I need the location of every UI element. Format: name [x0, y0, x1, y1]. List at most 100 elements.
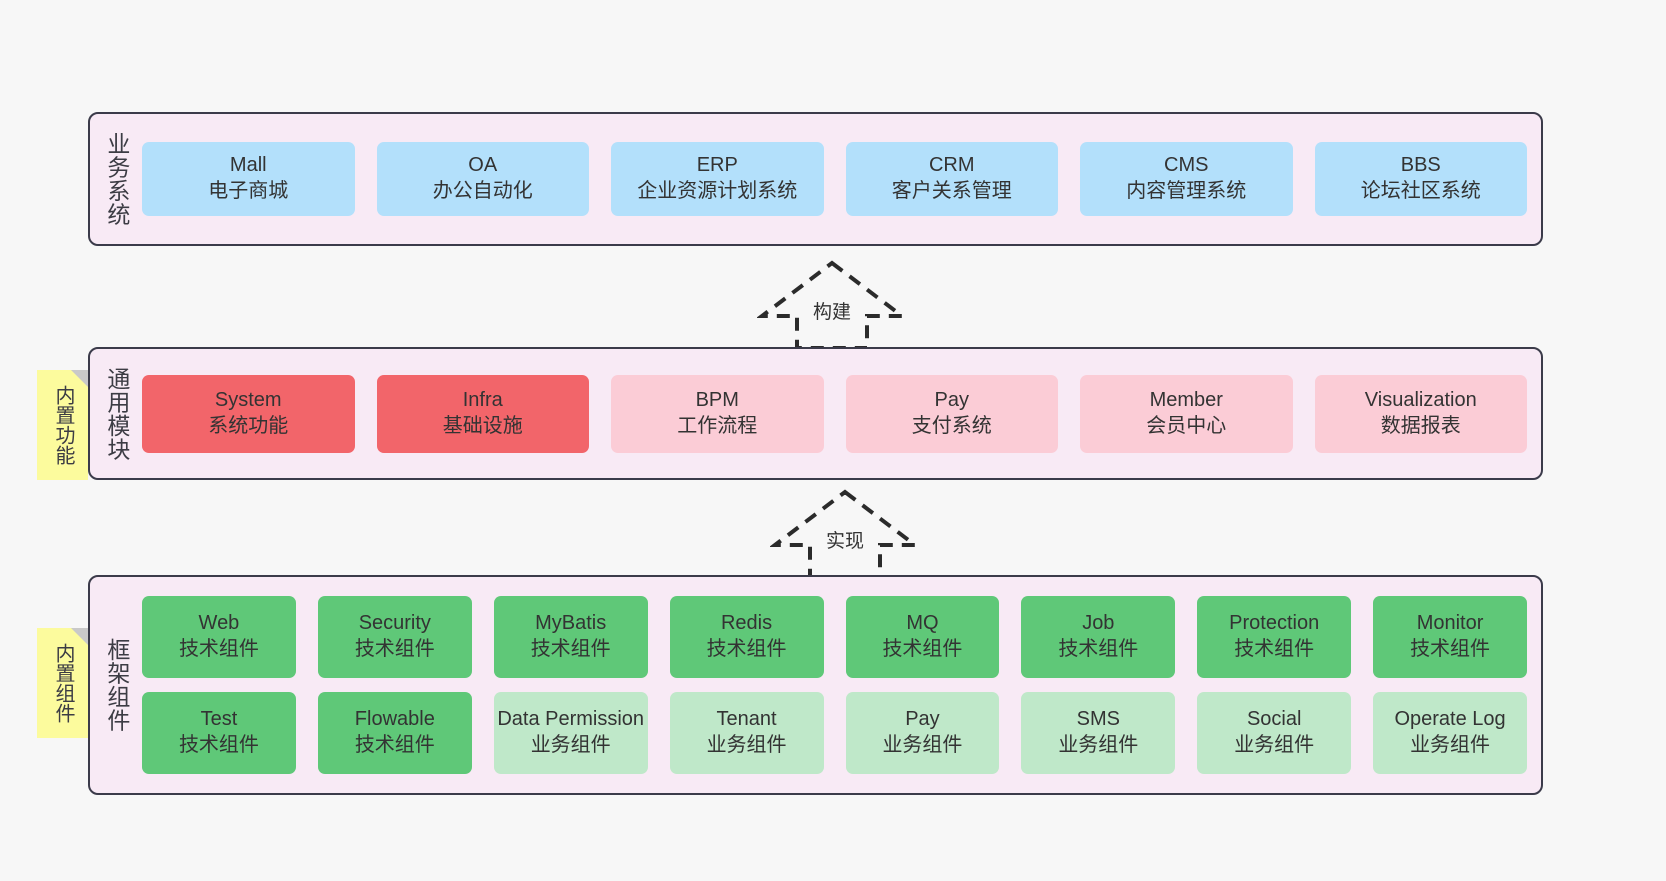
card-pay[interactable]: Pay 支付系统	[845, 374, 1058, 453]
card-title-cn: 数据报表	[1380, 414, 1461, 437]
card-title-en: Flowable	[354, 708, 435, 731]
card-title-en: CMS	[1164, 154, 1209, 177]
card-member[interactable]: Member 会员中心	[1080, 374, 1293, 453]
card-test[interactable]: Test 技术组件	[142, 692, 296, 774]
card-title-cn: 业务组件	[530, 734, 611, 756]
card-title-en: SMS	[1076, 708, 1120, 731]
card-title-cn: 业务组件	[1410, 734, 1491, 756]
card-title-cn: 业务组件	[1058, 734, 1139, 756]
card-bpm[interactable]: BPM 工作流程	[611, 374, 824, 453]
card-cms[interactable]: CMS 内容管理系统	[1080, 142, 1293, 216]
card-title-cn: 论坛社区系统	[1360, 180, 1481, 202]
card-title-en: Pay	[905, 708, 940, 731]
card-title-cn: 技术组件	[1058, 638, 1139, 660]
card-mall[interactable]: Mall 电子商城	[142, 142, 355, 216]
card-title-en: CRM	[928, 154, 975, 177]
card-title-en: MyBatis	[535, 612, 607, 635]
card-title-cn: 电子商城	[208, 180, 289, 202]
card-title-en: Mall	[229, 154, 267, 177]
note-built-in-component: 内置组件	[37, 628, 88, 738]
card-title-cn: 内容管理系统	[1126, 180, 1247, 202]
card-redis[interactable]: Redis 技术组件	[669, 596, 824, 678]
card-title-en: BPM	[695, 388, 739, 411]
card-title-cn: 业务组件	[882, 734, 963, 756]
card-row: Test 技术组件 Flowable 技术组件 Data Permission …	[142, 692, 1527, 774]
card-title-cn: 技术组件	[530, 638, 611, 660]
card-title-cn: 技术组件	[706, 638, 787, 660]
card-pay-component[interactable]: Pay 业务组件	[845, 692, 1000, 774]
card-title-en: Protection	[1229, 612, 1320, 635]
card-title-cn: 客户关系管理	[891, 180, 1012, 202]
card-web[interactable]: Web 技术组件	[142, 596, 296, 678]
card-tenant[interactable]: Tenant 业务组件	[669, 692, 824, 774]
card-title-en: Tenant	[716, 708, 777, 731]
card-title-cn: 技术组件	[178, 734, 259, 756]
card-title-en: MQ	[906, 612, 939, 635]
card-title-cn: 工作流程	[677, 414, 758, 437]
layer-title-framework-component: 框架组件	[103, 638, 130, 732]
card-title-cn: 业务组件	[1234, 734, 1315, 756]
card-protection[interactable]: Protection 技术组件	[1197, 596, 1352, 678]
card-title-cn: 技术组件	[354, 734, 435, 756]
card-title-en: Test	[200, 708, 238, 731]
card-title-cn: 企业资源计划系统	[637, 180, 798, 202]
card-monitor[interactable]: Monitor 技术组件	[1373, 596, 1527, 678]
card-title-en: Redis	[720, 612, 773, 635]
implement-arrow: 实现	[770, 487, 920, 579]
card-erp[interactable]: ERP 企业资源计划系统	[611, 142, 824, 216]
card-title-en: Web	[198, 612, 240, 635]
card-title-en: Job	[1082, 612, 1115, 635]
card-title-cn: 技术组件	[178, 638, 259, 660]
card-system[interactable]: System 系统功能	[142, 374, 355, 453]
card-title-en: Monitor	[1416, 612, 1484, 635]
card-title-cn: 业务组件	[706, 734, 787, 756]
layer-body-business-system: Mall 电子商城 OA 办公自动化 ERP 企业资源计划系统 CRM 客户关系…	[142, 114, 1541, 244]
layer-title-business-system: 业务系统	[103, 132, 130, 226]
card-operate-log[interactable]: Operate Log 业务组件	[1373, 692, 1527, 774]
card-title-en: System	[214, 388, 282, 411]
card-security[interactable]: Security 技术组件	[317, 596, 472, 678]
card-title-en: Infra	[462, 388, 503, 411]
implement-arrow-label: 实现	[825, 531, 864, 552]
card-title-cn: 技术组件	[1410, 638, 1491, 660]
card-sms[interactable]: SMS 业务组件	[1021, 692, 1176, 774]
layer-body-framework-component: Web 技术组件 Security 技术组件 MyBatis 技术组件 Redi…	[142, 577, 1541, 793]
card-title-cn: 技术组件	[1234, 638, 1315, 660]
card-data-permission[interactable]: Data Permission 业务组件	[493, 692, 648, 774]
card-title-en: OA	[468, 154, 498, 177]
layer-framework-component: 框架组件 Web 技术组件 Security 技术组件 MyBatis 技术组件…	[88, 575, 1543, 795]
card-title-en: Operate Log	[1394, 708, 1506, 731]
card-title-cn: 基础设施	[442, 414, 523, 437]
card-row: System 系统功能 Infra 基础设施 BPM 工作流程 Pay 支付系统…	[142, 374, 1527, 453]
card-title-en: Social	[1246, 708, 1302, 731]
card-row: Mall 电子商城 OA 办公自动化 ERP 企业资源计划系统 CRM 客户关系…	[142, 142, 1527, 216]
build-arrow-label: 构建	[812, 302, 851, 323]
layer-title-common-module: 通用模块	[103, 366, 130, 461]
card-row: Web 技术组件 Security 技术组件 MyBatis 技术组件 Redi…	[142, 596, 1527, 678]
card-title-cn: 系统功能	[208, 414, 289, 437]
card-title-cn: 办公自动化	[432, 180, 533, 202]
card-mq[interactable]: MQ 技术组件	[845, 596, 1000, 678]
card-title-cn: 支付系统	[911, 414, 992, 437]
card-visualization[interactable]: Visualization 数据报表	[1314, 374, 1527, 453]
card-mybatis[interactable]: MyBatis 技术组件	[493, 596, 648, 678]
card-title-en: Pay	[934, 388, 969, 411]
card-title-cn: 技术组件	[882, 638, 963, 660]
card-title-en: BBS	[1400, 154, 1441, 177]
card-title-en: Security	[358, 612, 431, 635]
card-infra[interactable]: Infra 基础设施	[376, 374, 589, 453]
card-job[interactable]: Job 技术组件	[1021, 596, 1176, 678]
build-arrow: 构建	[757, 258, 907, 350]
layer-business-system: 业务系统 Mall 电子商城 OA 办公自动化 ERP 企业资源计划系统 CRM…	[88, 112, 1543, 246]
card-title-en: Data Permission	[497, 708, 645, 731]
layer-body-common-module: System 系统功能 Infra 基础设施 BPM 工作流程 Pay 支付系统…	[142, 349, 1541, 478]
card-bbs[interactable]: BBS 论坛社区系统	[1314, 142, 1527, 216]
card-title-en: ERP	[696, 154, 738, 177]
card-oa[interactable]: OA 办公自动化	[376, 142, 589, 216]
card-title-en: Member	[1149, 388, 1223, 411]
card-social[interactable]: Social 业务组件	[1197, 692, 1352, 774]
card-flowable[interactable]: Flowable 技术组件	[317, 692, 472, 774]
card-title-cn: 技术组件	[354, 638, 435, 660]
card-crm[interactable]: CRM 客户关系管理	[845, 142, 1058, 216]
